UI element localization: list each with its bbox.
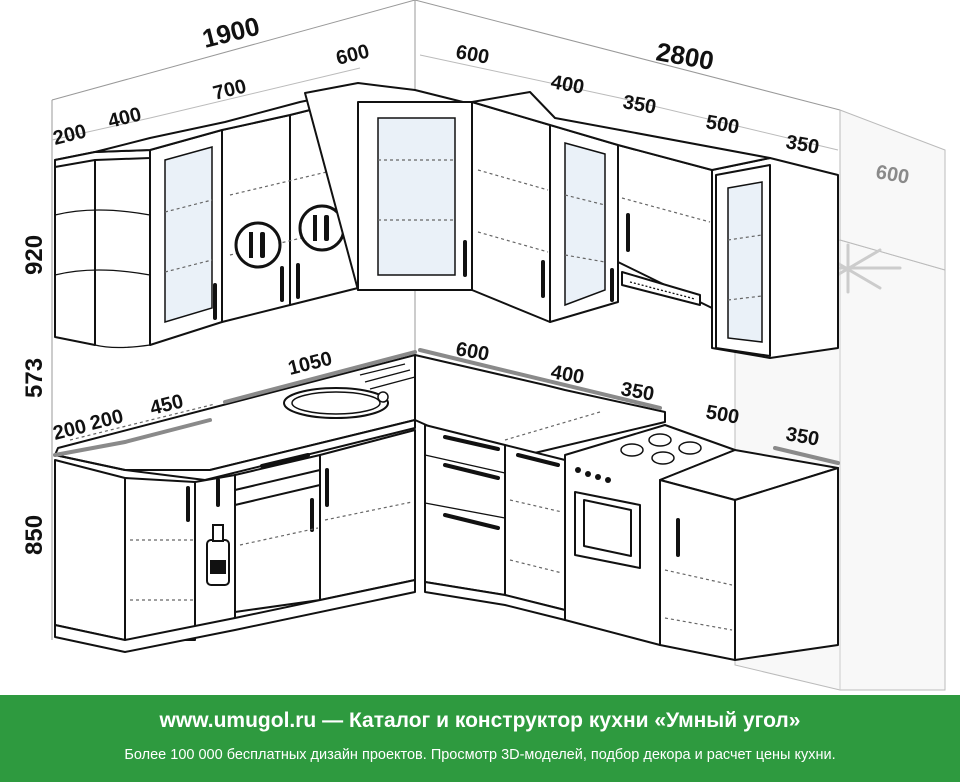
dim-upper-corner-right: 600 <box>454 41 491 68</box>
dim-upper-double-door: 700 <box>211 75 249 104</box>
dim-upper-glass-far: 350 <box>784 131 821 158</box>
dim-right-wall-total: 2800 <box>654 36 716 76</box>
site-link[interactable]: www.umugol.ru <box>159 709 317 732</box>
sink-icon <box>283 363 416 419</box>
dim-upper-shelf: 200 <box>51 120 89 149</box>
footer-tagline: Каталог и конструктор кухни «Умный угол» <box>348 709 801 732</box>
dim-base-350: 350 <box>619 378 656 405</box>
upper-cabinets-left <box>54 89 359 349</box>
hood-icon <box>621 271 701 306</box>
footer-banner: www.umugol.ru — Каталог и конструктор ку… <box>0 695 960 782</box>
base-end-cabinet <box>659 449 839 661</box>
dim-height-gap: 573 <box>21 358 48 398</box>
footer-subline: Более 100 000 бесплатных дизайн проектов… <box>124 747 836 763</box>
dim-upper-corner-left: 600 <box>334 40 372 69</box>
dim-upper-glass-left: 400 <box>106 103 144 132</box>
upper-cabinets-right <box>471 91 839 359</box>
cutlery-icon <box>234 221 282 269</box>
gas-burner-icon <box>620 433 702 465</box>
dim-upper-hood: 350 <box>621 91 658 118</box>
base-cabinets-left <box>54 354 416 653</box>
counter-edges <box>53 348 840 465</box>
dim-base-corner-b: 200 <box>88 405 126 434</box>
footer-title: www.umugol.ru — Каталог и конструктор ку… <box>0 709 960 733</box>
upper-corner-cabinet <box>304 82 476 291</box>
footer-separator: — <box>316 709 349 732</box>
dim-upper-glass-right: 400 <box>549 71 586 98</box>
dim-base-500: 500 <box>704 401 741 428</box>
dim-left-wall-total: 1900 <box>199 11 262 54</box>
dim-base-400: 400 <box>549 361 586 388</box>
kitchen-diagram: 1900 2800 600 600 200 400 700 400 350 50… <box>21 0 946 691</box>
base-cabinets-right <box>414 354 666 621</box>
stove <box>564 424 736 646</box>
dim-height-base: 850 <box>21 515 48 555</box>
dim-base-corner-a: 200 <box>51 415 89 444</box>
dim-height-upper: 920 <box>21 235 48 275</box>
bottle-icon <box>206 524 230 586</box>
dimension-lines <box>51 54 839 151</box>
dim-upper-500: 500 <box>704 111 741 138</box>
